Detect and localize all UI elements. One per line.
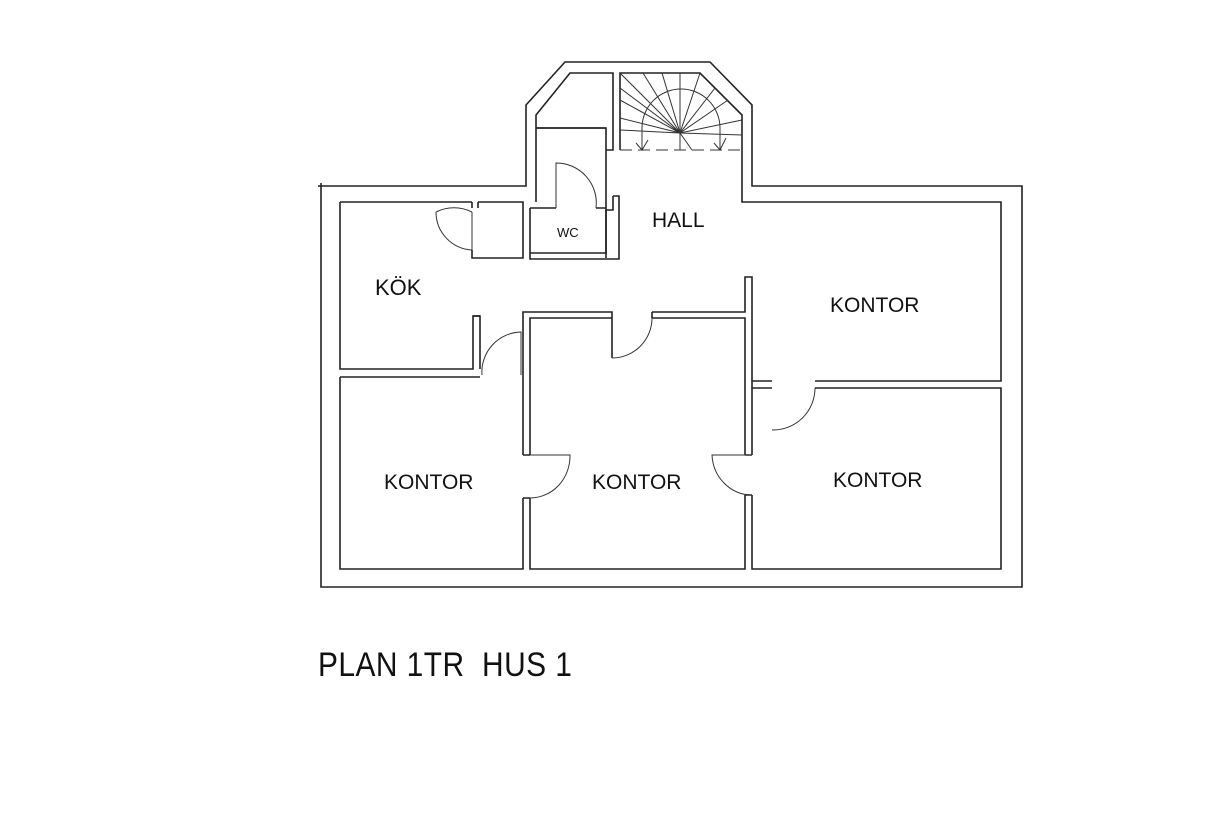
plan-title: PLAN 1TR HUS 1 — [318, 646, 573, 684]
doors — [435, 162, 816, 499]
room-label-office-bottom-right: KONTOR — [833, 469, 922, 492]
staircase — [619, 72, 743, 151]
room-label-office-center: KONTOR — [592, 471, 681, 494]
walls — [318, 61, 1023, 588]
room-label-office-bottom-left: KONTOR — [384, 471, 473, 494]
room-label-kitchen: KÖK — [375, 275, 422, 300]
room-label-hall: HALL — [652, 209, 705, 232]
room-label-wc: WC — [557, 225, 579, 240]
room-label-office-top-right: KONTOR — [830, 294, 919, 317]
